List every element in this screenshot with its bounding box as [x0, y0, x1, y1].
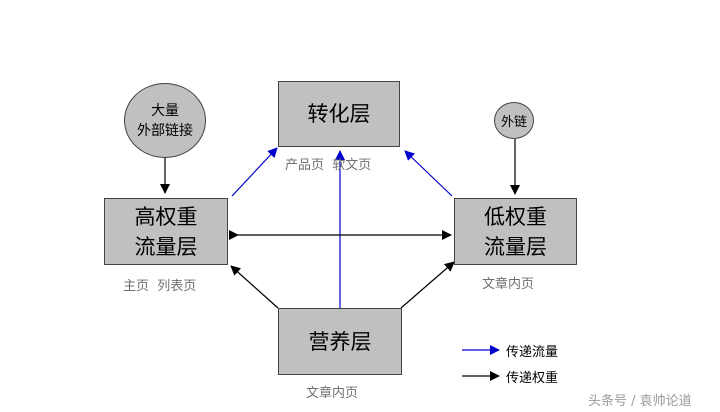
node-low-line1: 低权重	[484, 204, 547, 229]
caption-low: 文章内页	[482, 277, 535, 292]
node-low-line2: 流量层	[484, 234, 547, 259]
node-nutrition-layer: 营养层	[278, 308, 402, 375]
node-big-external-links: 大量 外部链接	[124, 83, 206, 158]
watermark: 头条号 / 袁帅论道	[588, 394, 692, 409]
caption-nutrition: 文章内页	[306, 386, 359, 401]
node-conversion-label: 转化层	[307, 102, 371, 126]
caption-conversion: 产品页 软文页	[285, 158, 372, 173]
node-high-line2: 流量层	[134, 234, 198, 259]
arrow-high-to-conversion	[231, 147, 278, 197]
node-conversion-layer: 转化层	[278, 81, 400, 147]
node-external-label: 外链	[500, 115, 527, 130]
caption-high: 主页 列表页	[123, 279, 197, 294]
node-low-weight-traffic-layer: 低权重 流量层	[454, 198, 577, 265]
node-high-line1: 高权重	[134, 204, 198, 229]
legend-traffic-label: 传递流量	[506, 345, 559, 360]
node-big-external-line1: 大量	[151, 102, 179, 119]
arrow-nutrition-to-low	[400, 261, 455, 309]
node-nutrition-label: 营养层	[308, 329, 372, 354]
node-big-external-line2: 外部链接	[137, 122, 193, 139]
node-external-links: 外链	[494, 102, 534, 139]
arrow-low-to-conversion	[404, 150, 453, 197]
arrow-nutrition-to-high	[230, 265, 279, 309]
node-high-weight-traffic-layer: 高权重 流量层	[104, 198, 228, 265]
legend-weight-label: 传递权重	[506, 371, 559, 386]
